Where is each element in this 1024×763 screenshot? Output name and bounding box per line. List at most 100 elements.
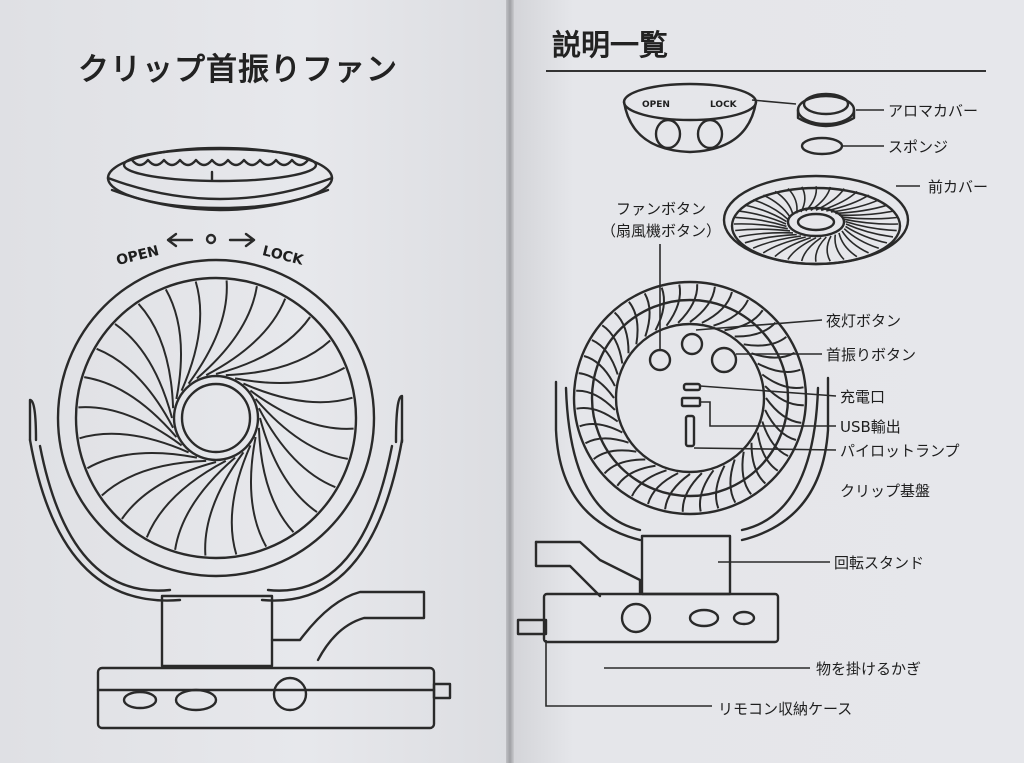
label-fan-button-sub: （扇風機ボタン） xyxy=(600,222,721,240)
fan-blade-line xyxy=(734,321,777,338)
fan-blade-line xyxy=(835,204,888,215)
fan-blade-line xyxy=(603,458,646,475)
fan-blade-line xyxy=(205,298,287,376)
fan-blade-line xyxy=(787,237,817,260)
left-fan-head-drawing xyxy=(28,258,404,602)
fan-blade-line xyxy=(841,216,897,220)
fan-blade-line xyxy=(225,339,331,377)
cap-open-label: OPEN xyxy=(642,100,670,110)
right-page-title: 説明一覧 xyxy=(552,28,669,62)
fan-blade-line xyxy=(826,235,832,262)
open-lock-indicator xyxy=(166,232,256,248)
fan-blade-line xyxy=(145,460,227,538)
fan-blade-line xyxy=(729,459,737,504)
fan-blade-line xyxy=(701,291,733,324)
fan-blade-line xyxy=(616,464,656,487)
fan-blade-line xyxy=(258,407,336,489)
fan-blade-line xyxy=(724,309,764,332)
label-hanging-hook: 物を掛けるかぎ xyxy=(816,660,922,678)
fan-blade-line xyxy=(757,362,801,373)
fan-blade-line xyxy=(774,190,794,216)
fan-blade-line xyxy=(733,223,788,230)
fan-blade-line xyxy=(762,236,806,254)
cap-lock-label: LOCK xyxy=(710,100,737,110)
fan-blade-line xyxy=(764,385,804,407)
fan-blade-line xyxy=(174,456,236,550)
fan-blade-line xyxy=(738,231,794,238)
fan-blade-line xyxy=(631,469,667,497)
fan-blade-line xyxy=(242,382,353,404)
fan-blade-line xyxy=(838,210,894,217)
fan-blade-line xyxy=(752,198,789,220)
fan-blade-line xyxy=(576,389,616,411)
fan-blade-line xyxy=(681,472,703,512)
fan-blade-line xyxy=(761,373,804,389)
fan-blade-line xyxy=(249,389,354,430)
fan-blade-line xyxy=(743,336,787,347)
fan-blade-line xyxy=(699,469,715,512)
fan-blade-line xyxy=(820,190,858,212)
fan-blade-line xyxy=(579,423,623,434)
left-stand-drawing xyxy=(96,590,452,730)
title-rule xyxy=(546,70,986,72)
label-remote-case: リモコン収納ケース xyxy=(718,700,853,718)
aroma-cover-drawing xyxy=(796,92,856,128)
fan-blade-line xyxy=(583,355,616,387)
fan-blade-line xyxy=(101,459,207,497)
fan-blade-line xyxy=(826,194,870,212)
label-fan-button: ファンボタン xyxy=(615,200,706,218)
fan-blade-line xyxy=(259,417,318,513)
fan-blade-line xyxy=(79,432,190,454)
sponge-drawing xyxy=(800,136,844,156)
fan-blade-line xyxy=(841,230,869,254)
callout-leader-lines xyxy=(545,99,920,707)
fan-blade-line xyxy=(196,286,258,380)
fan-blade-line xyxy=(800,186,806,213)
label-front-cover: 前カバー xyxy=(928,178,989,196)
fan-blade-line xyxy=(830,199,880,213)
fan-blade-line xyxy=(735,216,787,228)
fan-blade-line xyxy=(84,376,178,438)
fan-blade-line xyxy=(814,236,827,262)
fan-blade-line xyxy=(254,398,348,460)
label-charging-port: 充電口 xyxy=(840,388,886,406)
fan-blade-line xyxy=(628,301,639,345)
fan-blade-line xyxy=(578,372,615,399)
fan-blade-line xyxy=(805,186,818,212)
fan-blade-line xyxy=(834,234,845,261)
fan-blade-line xyxy=(249,436,268,548)
fan-blade-line xyxy=(756,432,779,472)
fan-blade-line xyxy=(787,187,798,214)
fan-blade-line xyxy=(715,465,726,509)
fan-blade-line xyxy=(86,451,198,470)
label-clip-base: クリップ基盤 xyxy=(840,482,931,500)
fan-blade-line xyxy=(180,281,202,392)
fan-blade-line xyxy=(584,437,629,445)
fan-blade-line xyxy=(78,406,183,447)
fan-blade-line xyxy=(591,339,619,375)
right-fan-grille-ribs xyxy=(576,284,804,512)
fan-blade-line xyxy=(764,409,797,441)
label-pilot-lamp: パイロットランプ xyxy=(840,442,960,460)
right-fan-back-drawing xyxy=(554,280,830,542)
fan-blade-line xyxy=(810,186,832,212)
label-night-light-button: 夜灯ボタン xyxy=(826,312,902,330)
fan-blade-line xyxy=(744,204,787,223)
fan-blade-line xyxy=(96,347,174,429)
fan-blade-line xyxy=(845,220,897,232)
fan-blade-line xyxy=(838,232,858,258)
label-sponge: スポンジ xyxy=(888,138,949,156)
book-gutter xyxy=(506,0,514,763)
fan-blade-line xyxy=(844,218,899,225)
fan-blade-line xyxy=(215,316,311,375)
fan-blade-line xyxy=(647,472,679,505)
label-aroma-cover: アロマカバー xyxy=(888,102,979,120)
right-top-cap-drawing xyxy=(622,82,758,154)
label-usb-output: USB輸出 xyxy=(840,418,901,436)
fan-blade-line xyxy=(750,442,767,485)
fan-blade-line xyxy=(613,311,630,354)
fan-blade-line xyxy=(689,286,716,323)
fan-blade-line xyxy=(121,461,217,520)
fan-blade-line xyxy=(114,323,173,419)
